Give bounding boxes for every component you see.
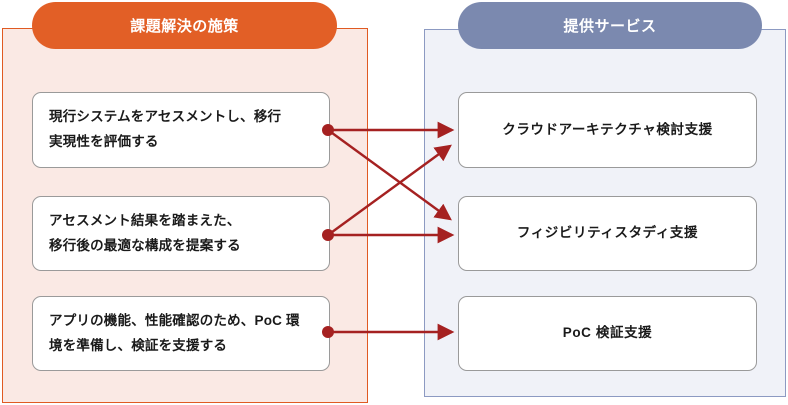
measure-optimal-design-line2: 移行後の最適な構成を提案する	[49, 237, 241, 253]
service-box-poc[interactable]: PoC 検証支援	[458, 296, 757, 371]
right-panel-header: 提供サービス	[458, 2, 762, 49]
measure-box-assessment[interactable]: 現行システムをアセスメントし、移行 実現性を評価する	[32, 92, 330, 168]
measure-box-optimal-design-text: アセスメント結果を踏まえた、 移行後の最適な構成を提案する	[49, 209, 241, 259]
measure-poc-line2: 境を準備し、検証を支援する	[49, 337, 228, 353]
measure-box-assessment-text: 現行システムをアセスメントし、移行 実現性を評価する	[49, 105, 281, 155]
measure-box-optimal-design[interactable]: アセスメント結果を踏まえた、 移行後の最適な構成を提案する	[32, 196, 330, 271]
service-box-cloud-architecture[interactable]: クラウドアーキテクチャ検討支援	[458, 92, 757, 168]
service-cloud-architecture-label: クラウドアーキテクチャ検討支援	[502, 121, 713, 137]
service-poc-label: PoC 検証支援	[562, 325, 653, 341]
left-panel-header: 課題解決の施策	[32, 2, 337, 49]
measure-assessment-line1: 現行システムをアセスメントし、移行	[49, 109, 282, 125]
service-box-feasibility-study[interactable]: フィジビリティスタディ支援	[458, 196, 757, 271]
measure-box-poc-text: アプリの機能、性能確認のため、PoC 環 境を準備し、検証を支援する	[49, 309, 300, 359]
measure-poc-line1: アプリの機能、性能確認のため、PoC 環	[49, 312, 300, 328]
measure-optimal-design-line1: アセスメント結果を踏まえた、	[49, 212, 241, 228]
service-feasibility-study-label: フィジビリティスタディ支援	[516, 225, 699, 241]
measure-assessment-line2: 実現性を評価する	[49, 134, 159, 149]
measure-box-poc[interactable]: アプリの機能、性能確認のため、PoC 環 境を準備し、検証を支援する	[32, 296, 330, 371]
